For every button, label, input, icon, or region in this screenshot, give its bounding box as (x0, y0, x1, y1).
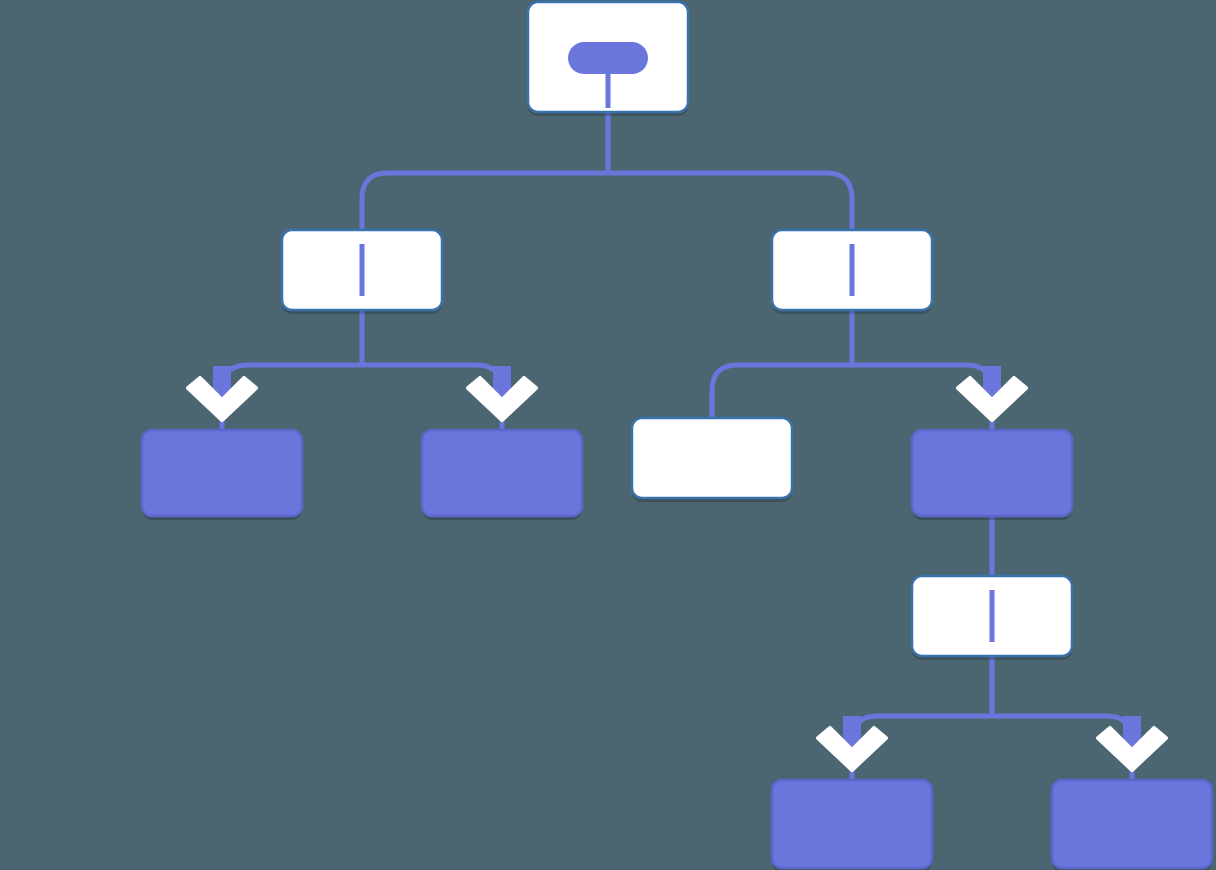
arrow-marker-leaf-5 (1096, 716, 1168, 772)
arrow-chevron-white (816, 726, 888, 772)
arrow-head-purple (964, 366, 1020, 416)
branch-node-left[interactable] (280, 228, 444, 314)
arrow-head-purple (824, 716, 880, 766)
branch-node-purple[interactable] (910, 428, 1074, 520)
leaf-node-3-white[interactable] (630, 416, 794, 502)
branch-node-lower[interactable] (910, 574, 1074, 660)
node-body[interactable] (630, 416, 794, 500)
node-body[interactable] (910, 428, 1074, 518)
root-pill-badge[interactable] (568, 42, 648, 74)
edge-branch-left-to-leaf-1[interactable] (219, 310, 365, 430)
edge-root-to-branch-right[interactable] (608, 170, 855, 310)
node-body[interactable] (1050, 778, 1214, 870)
arrow-marker-leaf-4 (816, 716, 888, 772)
root-node[interactable] (526, 0, 690, 116)
node-body[interactable] (420, 428, 584, 518)
arrow-head-purple (194, 366, 250, 416)
arrow-chevron-white (466, 376, 538, 422)
arrow-chevron-white (186, 376, 258, 422)
node-body[interactable] (140, 428, 304, 518)
edge-branch-right-to-leaf-3[interactable] (709, 310, 855, 418)
arrow-marker-leaf-2 (466, 366, 538, 422)
branch-node-right[interactable] (770, 228, 934, 314)
arrow-chevron-white (956, 376, 1028, 422)
leaf-node-5[interactable] (1050, 778, 1214, 870)
leaf-node-2[interactable] (420, 428, 584, 520)
leaf-node-4[interactable] (770, 778, 934, 870)
arrow-chevron-white (1096, 726, 1168, 772)
arrow-markers-layer (186, 366, 1168, 772)
nodes-layer (140, 0, 1214, 870)
arrow-marker-leaf-1 (186, 366, 258, 422)
arrow-head-purple (474, 366, 530, 416)
edge-root-to-branch-left[interactable] (359, 170, 608, 310)
arrow-head-purple (1104, 716, 1160, 766)
node-body[interactable] (770, 778, 934, 870)
leaf-node-1[interactable] (140, 428, 304, 520)
arrow-marker-branch-purple (956, 366, 1028, 422)
